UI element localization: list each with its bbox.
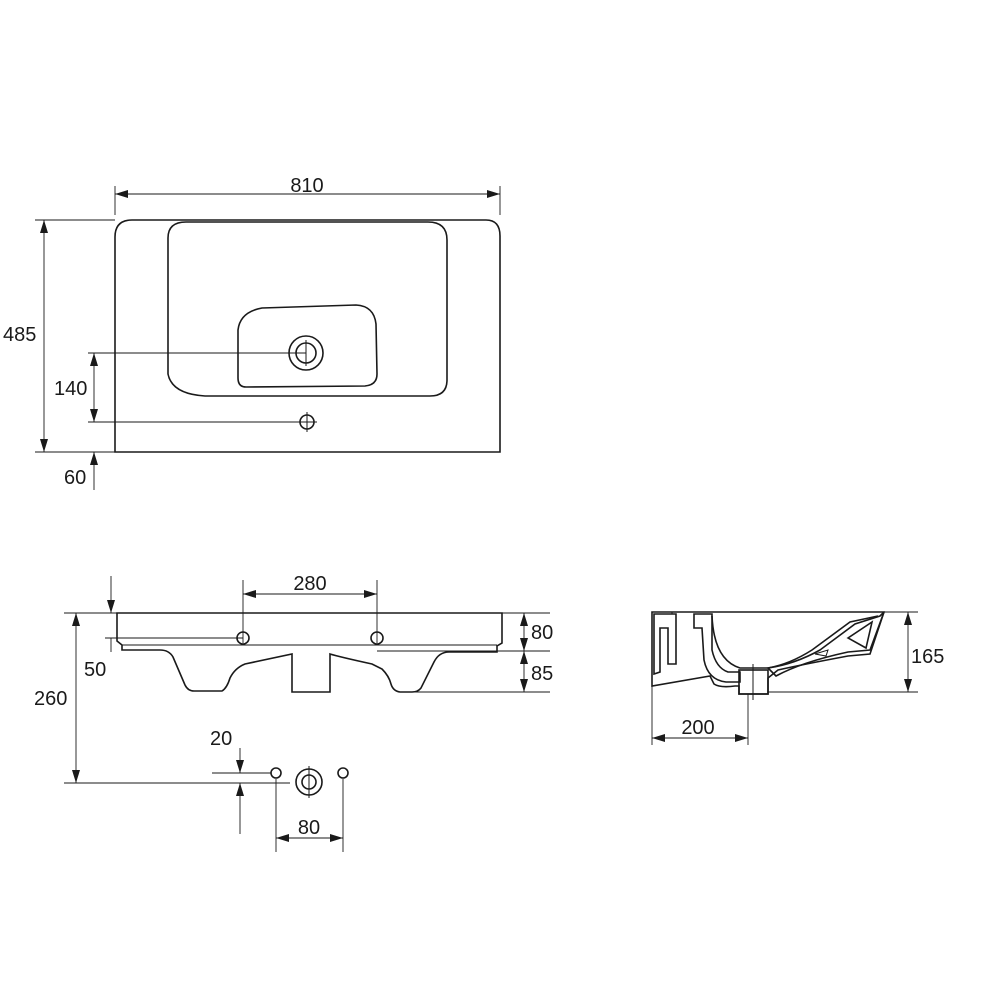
overflow-slot: [846, 620, 874, 650]
dim-label-80-spacing: 80: [298, 817, 320, 839]
dim-50-arrow: [107, 600, 115, 613]
dim-85-bottom-arrow: [520, 679, 528, 692]
dim-20-bottom-arrow: [236, 783, 244, 796]
dim-280-right-arrow: [364, 590, 377, 598]
side-wall-section: [653, 613, 677, 676]
mount-hole-left: [270, 767, 282, 779]
dim-165-bottom-arrow: [904, 679, 912, 692]
drain-area-outline: [237, 304, 378, 388]
dim-label-810: 810: [290, 175, 323, 197]
dim-485-bottom-arrow: [40, 439, 48, 452]
dim-label-80-height: 80: [531, 622, 553, 644]
dim-label-200: 200: [681, 717, 714, 739]
dim-810-right-arrow: [487, 190, 500, 198]
dim-485-top-arrow: [40, 220, 48, 233]
bowl-front-section: [766, 611, 885, 677]
dim-165-top-arrow: [904, 612, 912, 625]
top-view: 810 485 140 60: [3, 175, 501, 490]
dim-60-arrow: [90, 452, 98, 465]
front-outline: [116, 612, 503, 693]
basin-top-outline: [114, 219, 501, 453]
dim-label-260: 260: [34, 688, 67, 710]
dim-140-bottom-arrow: [90, 409, 98, 422]
dim-80-top-arrow: [520, 613, 528, 626]
dim-20-top-arrow: [236, 760, 244, 773]
dim-810-left-arrow: [115, 190, 128, 198]
dim-label-485: 485: [3, 324, 36, 346]
dim-80-spacing-right-arrow: [330, 834, 343, 842]
dim-260-bottom-arrow: [72, 770, 80, 783]
dim-260-top-arrow: [72, 613, 80, 626]
mount-hole-right: [337, 767, 349, 779]
bowl-section-curve: [711, 615, 879, 669]
dim-label-20: 20: [210, 728, 232, 750]
dim-140-top-arrow: [90, 353, 98, 366]
dim-label-85: 85: [531, 663, 553, 685]
dim-80-bottom-arrow: [520, 638, 528, 651]
dim-label-165: 165: [911, 646, 944, 668]
dim-280-left-arrow: [243, 590, 256, 598]
bowl-outline: [167, 221, 448, 397]
dim-200-right-arrow: [735, 734, 748, 742]
dim-label-50: 50: [84, 659, 106, 681]
side-rear-section: [693, 613, 741, 683]
dim-label-280: 280: [293, 573, 326, 595]
overflow-channel: [814, 649, 829, 657]
dim-200-left-arrow: [652, 734, 665, 742]
front-view: 280 80 85 50 260: [34, 573, 553, 852]
dim-85-top-arrow: [520, 651, 528, 664]
side-view: 165 200: [651, 611, 944, 745]
dim-label-140: 140: [54, 378, 87, 400]
dim-80-spacing-left-arrow: [276, 834, 289, 842]
dim-label-60: 60: [64, 467, 86, 489]
